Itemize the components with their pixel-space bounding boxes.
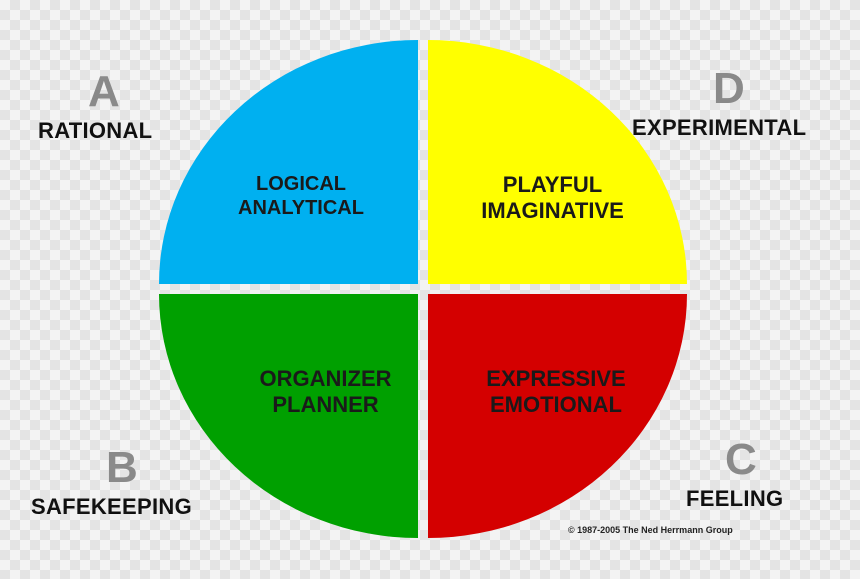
quadrant-d-line-1: PLAYFUL [502,172,603,197]
quadrant-d-letter: D [713,64,745,113]
quadrant-b-description: ORGANIZER PLANNER [238,366,413,419]
quadrant-d-name: EXPERIMENTAL [632,115,807,140]
quadrant-a-rational-sector [159,40,418,284]
quadrant-c-line-1: EXPRESSIVE [486,366,626,391]
quadrant-d-line-2: IMAGINATIVE [481,198,624,224]
quadrant-c-name: FEELING [686,486,784,511]
quadrant-b-safekeeping-sector [159,294,418,538]
quadrant-b-line-1: ORGANIZER [259,366,392,391]
quadrant-c-feeling-sector [428,294,687,538]
quadrant-a-description: LOGICAL ANALYTICAL [236,172,366,220]
quadrant-b-name: SAFEKEEPING [31,494,192,519]
copyright-notice: © 1987-2005 The Ned Herrmann Group [568,525,733,535]
quadrant-c-line-2: EMOTIONAL [490,392,622,418]
quadrant-b-letter: B [106,443,138,492]
quadrant-b-line-2: PLANNER [272,392,379,418]
quadrant-a-letter: A [88,67,120,116]
quadrant-a-line-2: ANALYTICAL [238,197,364,219]
quadrant-a-line-1: LOGICAL [256,173,346,195]
quadrant-a-name: RATIONAL [38,118,153,143]
quadrant-c-letter: C [725,435,757,484]
quadrant-d-experimental-sector [428,40,687,284]
quadrant-c-description: EXPRESSIVE EMOTIONAL [466,366,646,419]
quadrant-d-description: PLAYFUL IMAGINATIVE [470,172,635,225]
